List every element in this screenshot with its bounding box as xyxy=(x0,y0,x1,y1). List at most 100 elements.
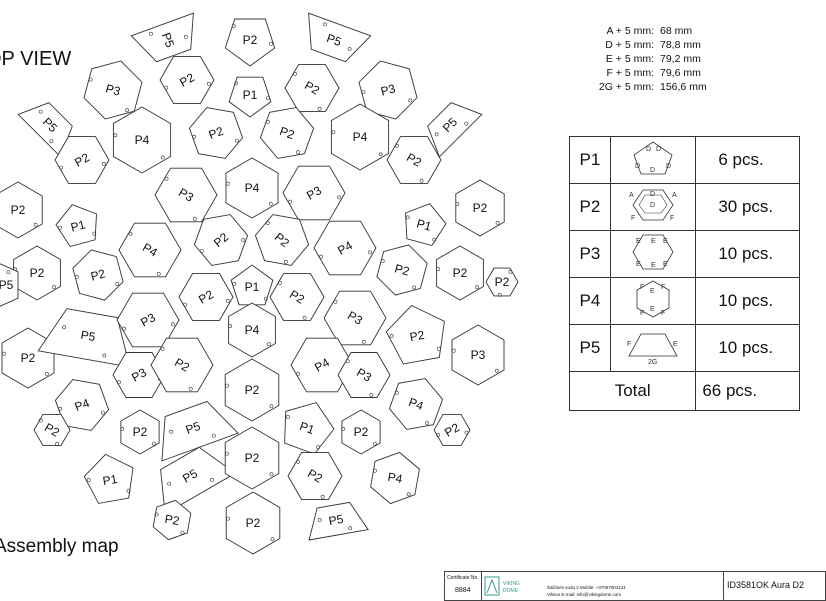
panel-label: P2 xyxy=(245,383,260,397)
dome-panel xyxy=(290,337,354,393)
panel-hole-mark xyxy=(451,348,456,353)
panel-label: P3 xyxy=(176,185,196,205)
panel-hole-mark xyxy=(44,371,49,376)
dimension-value: 156,6 mm xyxy=(660,81,707,93)
dome-panel xyxy=(224,426,280,490)
panel-hole-mark xyxy=(432,237,437,242)
panel-hole-mark xyxy=(475,285,479,290)
panel-label: P5 xyxy=(159,31,177,50)
dome-panel xyxy=(405,203,447,247)
panel-hole-mark xyxy=(378,152,383,157)
dome-panel xyxy=(130,12,194,63)
panel-hole-mark xyxy=(265,96,270,101)
edge-label: F xyxy=(631,215,635,222)
dome-panel xyxy=(178,273,234,321)
part-quantity: 30 pcs. xyxy=(695,183,800,231)
panel-hole-mark xyxy=(419,178,424,183)
panel-hole-mark xyxy=(495,220,500,225)
panel-label: P4 xyxy=(353,130,368,144)
panel-hole-mark xyxy=(437,346,441,351)
edge-label: E xyxy=(651,262,656,269)
panel-hole-mark xyxy=(317,106,322,111)
panel-hole-mark xyxy=(225,298,230,303)
dimension-label: F + 5 mm: xyxy=(606,67,654,79)
dome-panel xyxy=(313,220,377,276)
part-id: P2 xyxy=(569,183,611,231)
panel-hole-mark xyxy=(183,302,188,307)
total-quantity: 66 pcs. xyxy=(695,371,800,411)
panel-hole-mark xyxy=(412,285,417,290)
dome-panel xyxy=(370,451,420,505)
panel-hole-mark xyxy=(389,334,394,338)
panel-hole-mark xyxy=(52,285,56,290)
panel-hole-mark xyxy=(156,271,161,276)
address-cell: Šalčinės sodų 2 Mobile: +37067003131 Vil… xyxy=(547,572,724,600)
panel-label: P2 xyxy=(442,420,462,440)
panel-hole-mark xyxy=(206,81,211,86)
total-label: Total xyxy=(568,371,697,411)
edge-label: E xyxy=(651,238,656,245)
edge-label: D xyxy=(650,191,655,198)
dome-panel xyxy=(120,409,160,455)
panel-hole-mark xyxy=(226,516,230,521)
panel-label: P2 xyxy=(11,203,26,217)
panel-label: P2 xyxy=(21,351,36,365)
panel-hole-mark xyxy=(265,221,270,225)
dome-panel xyxy=(224,358,280,422)
edge-label: E xyxy=(636,261,641,268)
dimension-row: A + 5 mm:68 mm xyxy=(560,24,720,38)
panel-hole-mark xyxy=(395,143,399,148)
dome-panel xyxy=(254,214,310,266)
top-view-label: OP VIEW xyxy=(0,48,72,70)
panel-label: P4 xyxy=(73,396,92,414)
panel-hole-mark xyxy=(288,199,293,204)
part-quantity: 10 pcs. xyxy=(695,324,800,372)
trapezoid-shape-icon: F E 2G xyxy=(609,324,697,372)
panel-hole-mark xyxy=(55,441,59,446)
panel-label: P2 xyxy=(302,78,322,98)
parts-row-p5: P5 F E 2G 10 pcs. xyxy=(569,324,800,372)
panel-label: P2 xyxy=(207,124,226,142)
certificate-label: Certificate No. xyxy=(447,575,479,581)
panel-hole-mark xyxy=(225,451,229,456)
panel-hole-mark xyxy=(341,426,346,431)
panel-hole-mark xyxy=(102,353,107,358)
panel-hole-mark xyxy=(192,216,197,221)
panel-hole-mark xyxy=(278,280,282,285)
edge-label: E xyxy=(650,288,655,295)
dome-panel xyxy=(427,102,483,158)
dome-panel xyxy=(308,12,372,63)
dome-panel xyxy=(0,181,43,239)
panel-hole-mark xyxy=(323,22,327,27)
part-id: P5 xyxy=(569,324,611,372)
panel-label: P2 xyxy=(404,150,424,170)
panel-label: P3 xyxy=(345,308,365,328)
panel-hole-mark xyxy=(369,393,374,397)
pentagon-shape-icon: D D D D D xyxy=(609,136,697,184)
panel-hole-mark xyxy=(33,222,38,227)
edge-label: D xyxy=(650,167,655,174)
panel-hole-mark xyxy=(494,368,499,373)
panel-hole-mark xyxy=(169,429,174,434)
edge-label: D xyxy=(650,202,655,209)
parts-row-p2: P2 A A D D F F 30 pcs. xyxy=(569,183,800,231)
panel-hole-mark xyxy=(268,201,273,206)
panel-hole-mark xyxy=(115,282,120,286)
panel-hole-mark xyxy=(183,35,188,39)
dome-panel xyxy=(228,76,272,118)
panel-hole-mark xyxy=(199,249,204,254)
panel-label: P3 xyxy=(129,365,149,385)
panel-hole-mark xyxy=(58,406,63,411)
panel-label: P4 xyxy=(140,240,160,260)
panel-label: P2 xyxy=(243,33,258,47)
panel-label: P4 xyxy=(135,133,150,147)
logo-text: VIKING xyxy=(503,581,520,587)
title-block: Certificate No. 8884 VIKING DOME Šalčinė… xyxy=(444,571,826,601)
panel-hole-mark xyxy=(331,130,336,135)
panel-hole-mark xyxy=(263,296,268,301)
dome-panel xyxy=(161,400,239,462)
panel-hole-mark xyxy=(345,359,350,364)
panel-label: P3 xyxy=(104,81,122,98)
panel-hole-mark xyxy=(285,414,290,419)
